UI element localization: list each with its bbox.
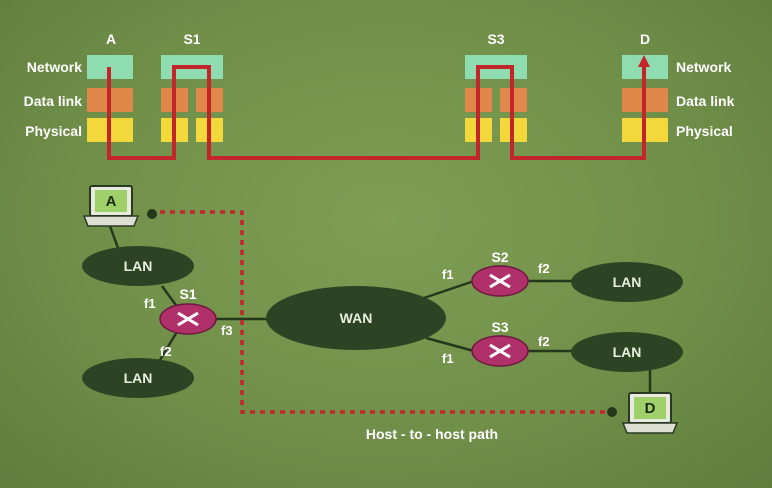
- link-wan-s2: [423, 279, 475, 300]
- path-end-dot: [607, 407, 617, 417]
- switch-s1: S1 f1 f2 f3: [144, 286, 233, 359]
- stack-column-s3: S3: [487, 31, 504, 47]
- host-a-label: A: [106, 193, 117, 210]
- s1-port-f2: f2: [160, 344, 172, 359]
- topology: Host - to - host path LAN LAN WAN LAN LA…: [82, 185, 683, 442]
- host-path-caption: Host - to - host path: [366, 426, 498, 442]
- stack-column-d: D: [640, 31, 650, 47]
- link-wan-s3: [425, 336, 475, 353]
- switch-s2-cross-icon: [489, 273, 511, 289]
- host-a-keyboard-base: [82, 215, 140, 227]
- lan-right-top: LAN: [571, 262, 683, 302]
- s3-port-f1: f1: [442, 351, 454, 366]
- lan-top-left-label: LAN: [124, 258, 153, 274]
- right-label-network: Network: [676, 59, 731, 75]
- host-path-dotted-line: [160, 210, 606, 414]
- link-lan-s1: [160, 285, 180, 309]
- stack-column-a: A: [106, 31, 116, 47]
- host-d-label: D: [645, 400, 656, 417]
- right-label-data-link: Data link: [676, 93, 735, 109]
- switch-s3-label: S3: [491, 319, 508, 335]
- lan-right-bottom-ellipse: [571, 332, 683, 372]
- lan-bottom-left-ellipse: [82, 358, 194, 398]
- s2-port-f2: f2: [538, 261, 550, 276]
- host-d-screen: [634, 397, 666, 419]
- switch-s1-cross-icon: [177, 311, 199, 327]
- host-a-laptop: A: [82, 185, 140, 227]
- s1-port-f1: f1: [144, 296, 156, 311]
- s1-port-f3: f3: [221, 323, 233, 338]
- s2-port-f1: f1: [442, 267, 454, 282]
- switch-s2-label: S2: [491, 249, 508, 265]
- stack-column-s1: S1: [183, 31, 200, 47]
- right-label-physical: Physical: [676, 123, 733, 139]
- lan-top-left-ellipse: [82, 246, 194, 286]
- path-arrowhead-icon: [638, 55, 650, 67]
- lan-right-top-label: LAN: [613, 274, 642, 290]
- lan-right-bottom: LAN: [571, 332, 683, 372]
- lan-top-left: LAN: [82, 246, 194, 286]
- left-label-network: Network: [27, 59, 82, 75]
- link-s1-lan: [158, 329, 180, 361]
- host-d-keyboard-base: [621, 422, 679, 434]
- lan-bottom-left: LAN: [82, 358, 194, 398]
- lan-right-bottom-label: LAN: [613, 344, 642, 360]
- wan-ellipse: [266, 286, 446, 350]
- layer-stack: A S1 S3 D Network Data link Physical Net…: [24, 31, 735, 160]
- host-d-laptop: D: [621, 392, 679, 434]
- stack-path-line: [107, 65, 646, 160]
- wan-label: WAN: [340, 310, 373, 326]
- switch-s3-cross-icon: [489, 343, 511, 359]
- path-start-dot: [147, 209, 157, 219]
- left-label-data-link: Data link: [24, 93, 83, 109]
- links: [108, 225, 652, 394]
- wan-cloud: WAN: [266, 286, 446, 350]
- host-a-screen: [95, 190, 127, 212]
- switch-s2: S2 f1 f2: [442, 249, 550, 297]
- lan-bottom-left-label: LAN: [124, 370, 153, 386]
- s3-port-f2: f2: [538, 334, 550, 349]
- lan-right-top-ellipse: [571, 262, 683, 302]
- switch-s3: S3 f1 f2: [442, 319, 550, 367]
- link-host-a-lan: [108, 225, 120, 249]
- host-path: Host - to - host path: [147, 209, 617, 442]
- left-label-physical: Physical: [25, 123, 82, 139]
- switch-s1-label: S1: [179, 286, 196, 302]
